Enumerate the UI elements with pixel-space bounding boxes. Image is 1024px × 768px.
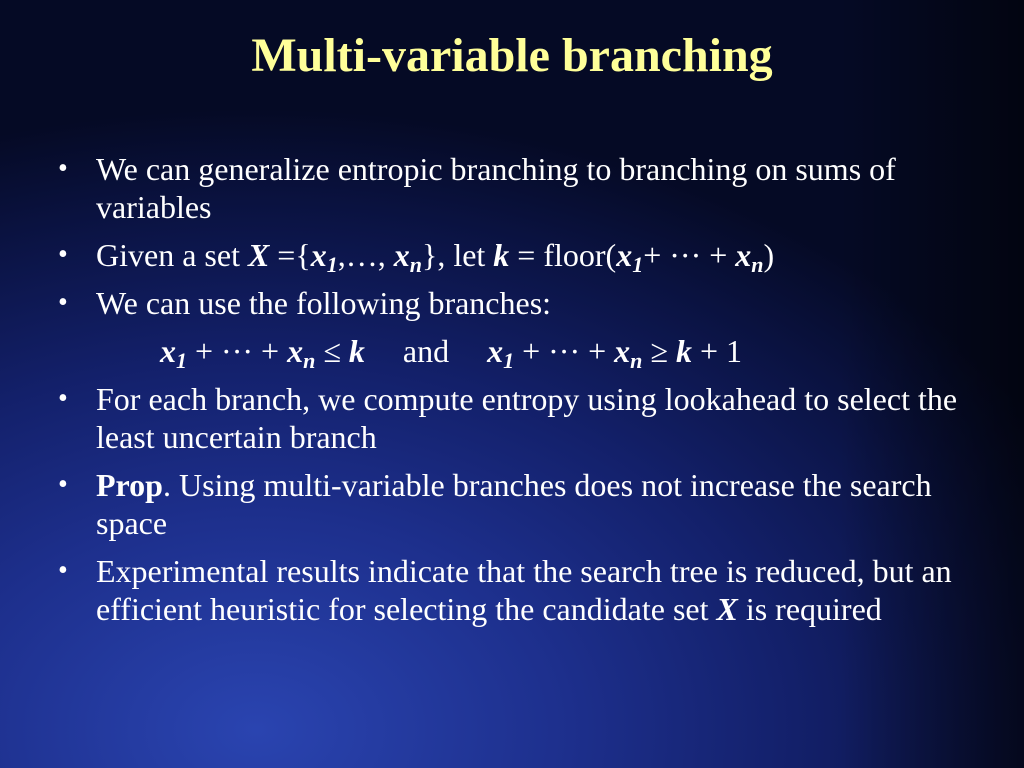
- text-plus-dots: + ··· +: [643, 237, 736, 273]
- bullet-text: Prop. Using multi-variable branches does…: [96, 466, 980, 542]
- math-set-x: X: [716, 591, 738, 627]
- text-le: ≤: [315, 333, 349, 369]
- text-eq-floor: = floor(: [509, 237, 617, 273]
- bullet-marker: •: [58, 239, 68, 270]
- math-x: x: [614, 333, 631, 369]
- bullet-marker: •: [58, 153, 68, 184]
- bullet-text: Given a set X ={x1,…, xn}, let k = floor…: [96, 236, 980, 277]
- text-required: is required: [737, 591, 882, 627]
- text-prop: Prop: [96, 467, 163, 503]
- text-experimental: Experimental results indicate that the s…: [96, 553, 952, 627]
- math-x: x: [487, 333, 504, 369]
- math-x: x: [310, 237, 327, 273]
- math-sub-1: 1: [326, 252, 338, 277]
- text-close-let: }, let: [421, 237, 494, 273]
- bullet-text: For each branch, we compute entropy usin…: [96, 381, 958, 455]
- text-close-paren: ): [763, 237, 775, 273]
- bullet-item-branches: • We can use the following branches:: [50, 284, 980, 322]
- math-x: x: [160, 333, 176, 369]
- text-prop-body: . Using multi-variable branches does not…: [96, 467, 932, 541]
- bullet-item-entropy: • For each branch, we compute entropy us…: [50, 380, 980, 456]
- math-x: x: [616, 237, 633, 273]
- bullet-text: We can use the following branches:: [96, 285, 552, 321]
- math-k: k: [675, 333, 692, 369]
- math-sub-n: n: [630, 348, 643, 373]
- math-sub-1: 1: [176, 348, 187, 373]
- math-k: k: [493, 237, 510, 273]
- text-plus-one: + 1: [691, 333, 742, 369]
- slide-title: Multi-variable branching: [251, 29, 773, 82]
- bullet-marker: •: [58, 383, 68, 414]
- math-x: x: [287, 333, 304, 369]
- text-plus-dots: + ··· +: [187, 333, 288, 369]
- math-sub-n: n: [409, 252, 422, 277]
- math-sub-1: 1: [632, 252, 644, 277]
- text-eq-brace: ={: [269, 237, 311, 273]
- math-x: x: [393, 237, 410, 273]
- bullet-text: Experimental results indicate that the s…: [96, 552, 980, 628]
- math-sub-n: n: [751, 252, 764, 277]
- bullet-item-prop: • Prop. Using multi-variable branches do…: [50, 466, 980, 542]
- text-given: Given a set: [96, 237, 248, 273]
- text-and: and: [402, 333, 450, 369]
- bullet-text: We can generalize entropic branching to …: [96, 151, 896, 225]
- bullet-item-given-set: • Given a set X ={x1,…, xn}, let k = flo…: [50, 236, 980, 277]
- math-set-x: X: [247, 237, 270, 273]
- math-k: k: [348, 333, 365, 369]
- math-sub-n: n: [303, 348, 316, 373]
- text-plus-dots: + ··· +: [514, 333, 615, 369]
- math-sub-1: 1: [503, 348, 515, 373]
- bullet-item-experimental: • Experimental results indicate that the…: [50, 552, 980, 628]
- bullet-marker: •: [58, 469, 68, 500]
- bullet-item-generalize: • We can generalize entropic branching t…: [50, 150, 980, 226]
- math-x: x: [735, 237, 752, 273]
- bullet-list: • We can generalize entropic branching t…: [50, 150, 980, 638]
- bullet-marker: •: [58, 287, 68, 318]
- text-ellipsis: ,…,: [337, 237, 394, 273]
- bullet-marker: •: [58, 555, 68, 586]
- text-ge: ≥: [642, 333, 676, 369]
